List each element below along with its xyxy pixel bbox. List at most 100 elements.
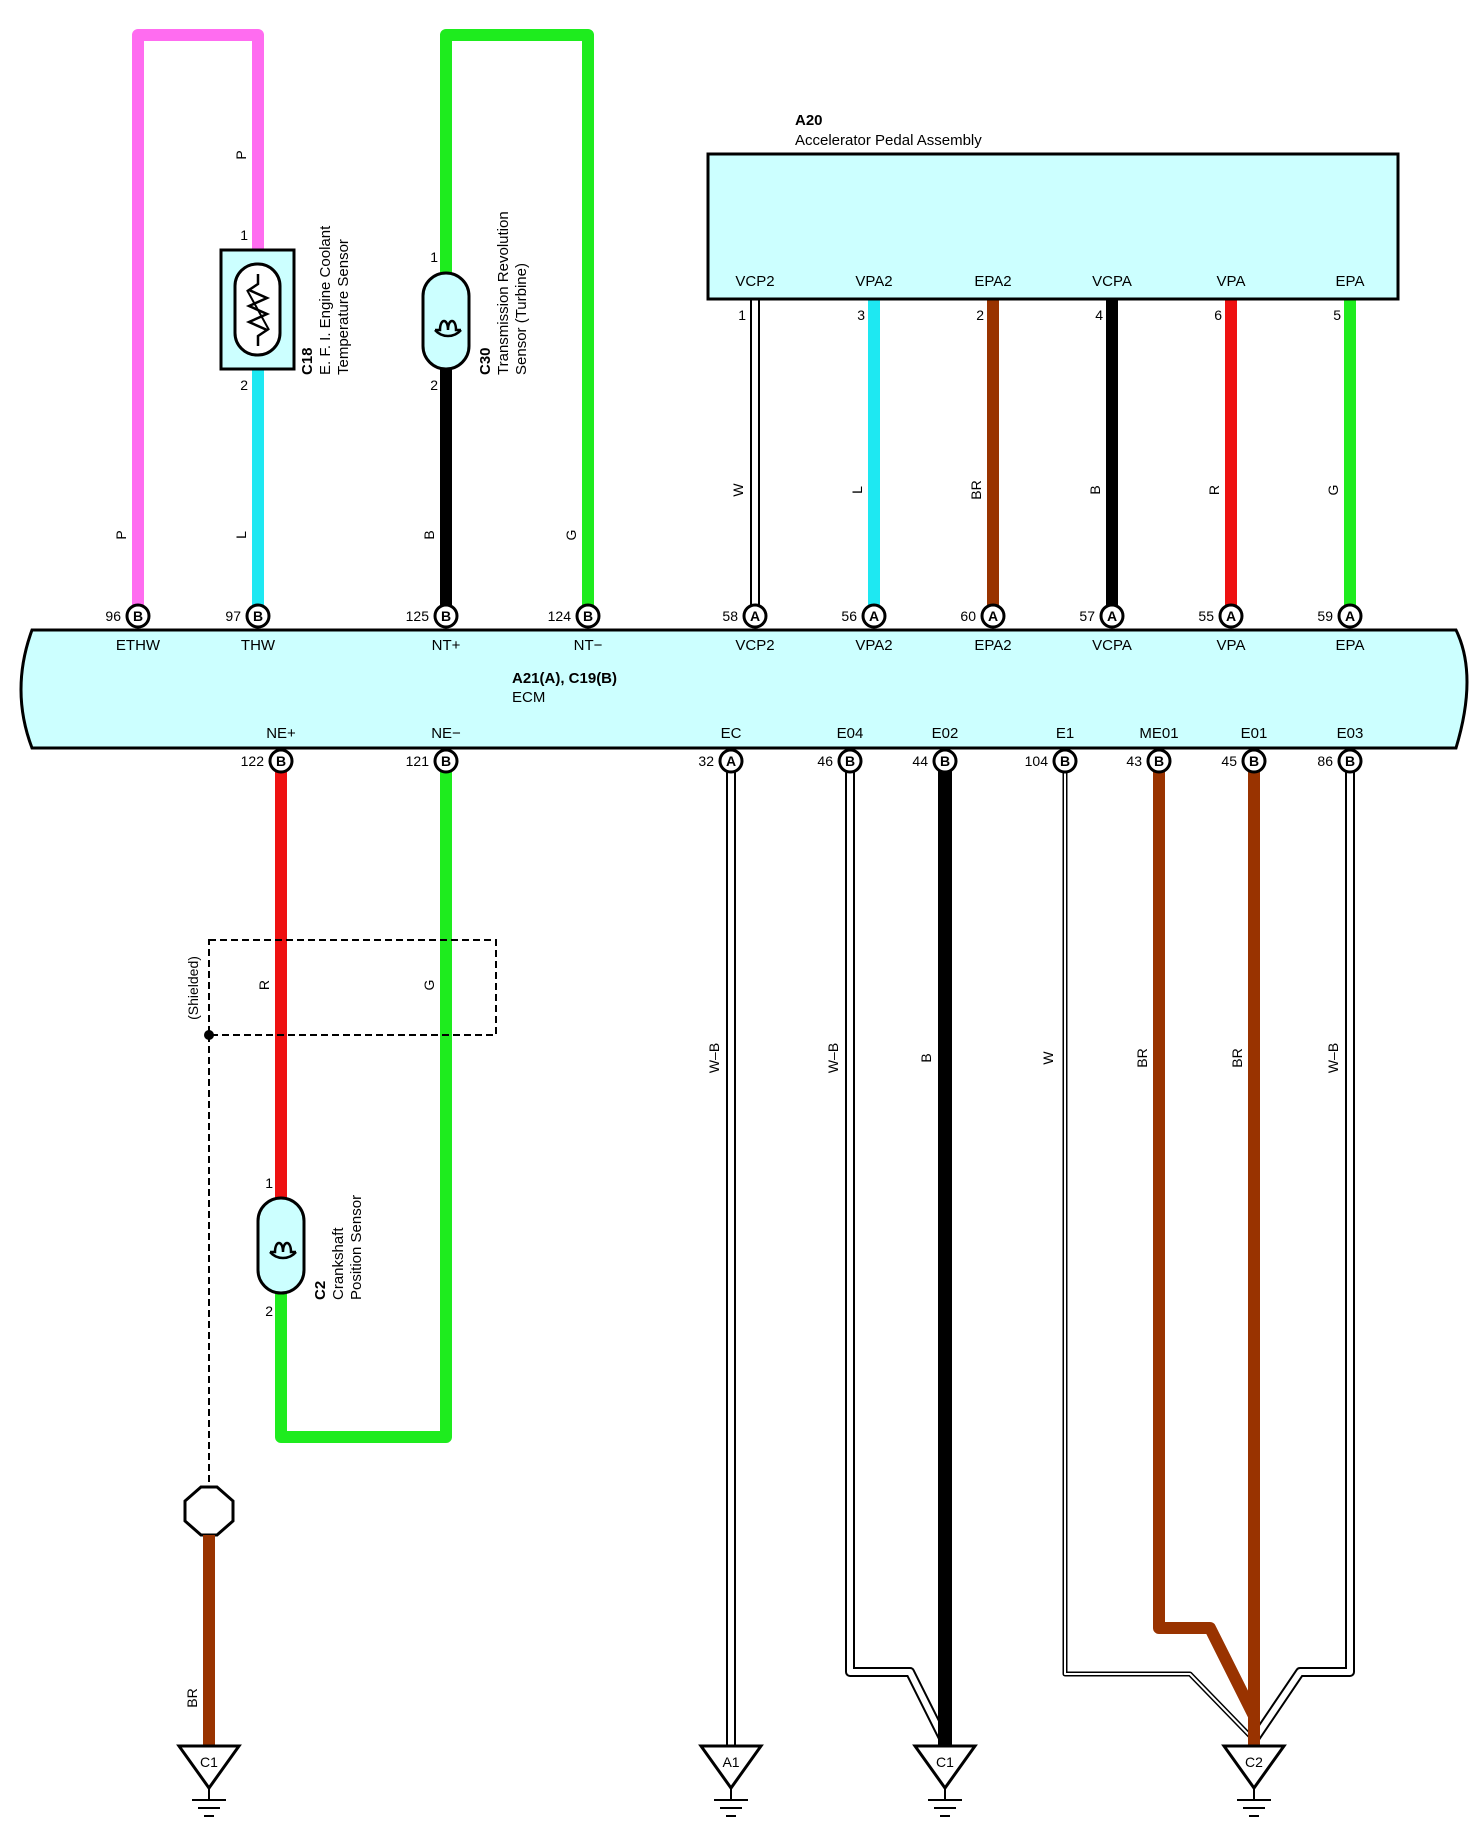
- wire-label-e03: W–B: [1325, 1043, 1341, 1073]
- svg-text:VPA: VPA: [1217, 637, 1246, 654]
- coil-icon: [434, 319, 462, 338]
- svg-text:ETHW: ETHW: [116, 637, 161, 654]
- svg-text:EPA2: EPA2: [974, 637, 1011, 654]
- svg-text:56: 56: [841, 608, 857, 624]
- svg-text:B: B: [1249, 753, 1259, 769]
- wire-e04: [845, 762, 950, 1745]
- crankshaft-position-sensor: 1 2 C2 Crankshaft Position Sensor: [256, 1175, 365, 1319]
- ecm-pin-ne-plus: NE+ B 122: [241, 725, 296, 774]
- svg-text:43: 43: [1126, 753, 1142, 769]
- svg-text:C2: C2: [1245, 1754, 1263, 1770]
- crank-sensor-ref: C2: [312, 1281, 329, 1300]
- svg-text:R: R: [1206, 485, 1222, 495]
- svg-text:B: B: [441, 608, 451, 624]
- wire-label-e02: B: [918, 1053, 934, 1062]
- wire-label-ethw: P: [113, 530, 129, 539]
- svg-text:1: 1: [240, 227, 248, 243]
- svg-text:A: A: [1345, 608, 1355, 624]
- wire-label-ec: W–B: [706, 1043, 722, 1073]
- ecm-ref: A21(A), C19(B): [512, 670, 617, 687]
- svg-text:2: 2: [240, 377, 248, 393]
- svg-text:ME01: ME01: [1139, 725, 1178, 742]
- ecm-pin-nt-minus: B 124 NT−: [548, 603, 603, 654]
- shield-junction: [204, 1030, 214, 1040]
- svg-text:NT+: NT+: [432, 637, 461, 654]
- svg-text:B: B: [1154, 753, 1164, 769]
- ground-symbol-c2: C2: [1221, 1744, 1287, 1817]
- svg-text:VCP2: VCP2: [735, 637, 774, 654]
- svg-text:VPA2: VPA2: [855, 637, 892, 654]
- svg-text:44: 44: [912, 753, 928, 769]
- wire-ne-minus-loop: [275, 762, 452, 1443]
- wire-label-thw: L: [233, 531, 249, 539]
- ecm-pin-ec: EC A 32: [698, 725, 744, 774]
- ecm-pin-epa: A 59 EPA: [1317, 603, 1364, 654]
- svg-text:2: 2: [430, 377, 438, 393]
- coolant-temp-sensor: 1 2 C18 E. F. I. Engine Coolant Temperat…: [219, 225, 352, 393]
- wire-nt-minus-loop: [440, 29, 594, 615]
- ecm-pin-vcp2: A 58 VCP2: [722, 603, 775, 654]
- svg-text:BR: BR: [968, 480, 984, 499]
- wire-e1: [1062, 762, 1256, 1742]
- svg-text:B: B: [133, 608, 143, 624]
- svg-text:VCPA: VCPA: [1092, 273, 1132, 290]
- svg-text:Sensor (Turbine): Sensor (Turbine): [513, 263, 530, 375]
- ecm-name: ECM: [512, 689, 545, 706]
- pedal-pin-vcp2: VCP2 1 W: [730, 273, 775, 497]
- svg-text:121: 121: [406, 753, 430, 769]
- ecm-body: [19, 628, 1469, 750]
- svg-text:EPA2: EPA2: [974, 273, 1011, 290]
- svg-text:46: 46: [817, 753, 833, 769]
- svg-text:Temperature Sensor: Temperature Sensor: [335, 239, 352, 375]
- ecm-pin-e04: E04 B 46: [817, 725, 864, 774]
- svg-text:C1: C1: [200, 1754, 218, 1770]
- svg-text:1: 1: [265, 1175, 273, 1191]
- pedal-pin-vpa: VPA 6 R: [1206, 273, 1245, 495]
- svg-text:B: B: [1345, 753, 1355, 769]
- ecm-pin-e1: E1 B 104: [1025, 725, 1078, 774]
- pedal-pin-vpa2: VPA2 3 L: [849, 273, 893, 494]
- svg-text:45: 45: [1221, 753, 1237, 769]
- svg-text:2: 2: [976, 307, 984, 323]
- ecm-pin-vpa: A 55 VPA: [1198, 603, 1246, 654]
- svg-text:1: 1: [430, 249, 438, 265]
- svg-text:3: 3: [857, 307, 865, 323]
- ecm-pin-e01: E01 B 45: [1221, 725, 1268, 774]
- svg-text:B: B: [441, 753, 451, 769]
- svg-text:A: A: [869, 608, 879, 624]
- ecm-pin-e02: E02 B 44: [912, 725, 959, 774]
- svg-text:E02: E02: [932, 725, 959, 742]
- svg-text:W: W: [730, 483, 746, 497]
- svg-text:A: A: [1107, 608, 1117, 624]
- svg-text:E04: E04: [837, 725, 864, 742]
- svg-text:G: G: [1325, 485, 1341, 496]
- svg-text:B: B: [1087, 485, 1103, 494]
- ecm-pin-me01: ME01 B 43: [1126, 725, 1179, 774]
- svg-text:32: 32: [698, 753, 714, 769]
- pedal-pin-vcpa: VCPA 4 B: [1087, 273, 1132, 495]
- ecm-pin-ethw: B 96 ETHW: [105, 603, 161, 654]
- svg-text:2: 2: [265, 1303, 273, 1319]
- crank-sensor-name: Crankshaft: [330, 1227, 347, 1300]
- svg-text:E01: E01: [1241, 725, 1268, 742]
- trans-sensor-ref: C30: [477, 347, 494, 375]
- pedal-ref: A20: [795, 112, 823, 129]
- svg-text:4: 4: [1095, 307, 1103, 323]
- svg-text:B: B: [276, 753, 286, 769]
- svg-text:Position Sensor: Position Sensor: [348, 1195, 365, 1300]
- svg-text:6: 6: [1214, 307, 1222, 323]
- svg-text:NE−: NE−: [431, 725, 461, 742]
- pedal-assembly-box: [706, 152, 1400, 301]
- svg-text:VCPA: VCPA: [1092, 637, 1132, 654]
- wire-label-e01: BR: [1229, 1048, 1245, 1067]
- svg-text:B: B: [940, 753, 950, 769]
- wire-e03: [1249, 762, 1355, 1743]
- shield-ground-connector: [183, 1485, 235, 1537]
- ecm-pin-ne-minus: NE− B 121: [406, 725, 461, 774]
- svg-text:1: 1: [738, 307, 746, 323]
- svg-text:VPA2: VPA2: [855, 273, 892, 290]
- shield-box: [208, 939, 497, 1036]
- svg-text:E1: E1: [1056, 725, 1074, 742]
- svg-text:THW: THW: [241, 637, 276, 654]
